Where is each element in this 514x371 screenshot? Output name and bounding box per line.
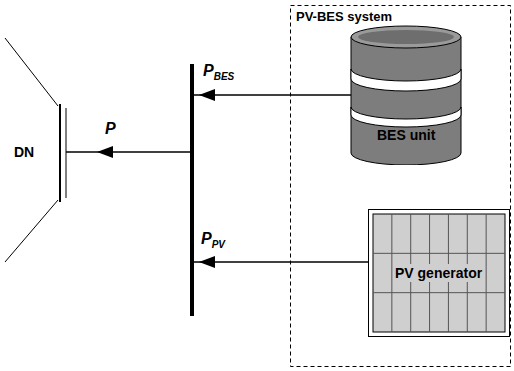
power-line (192, 94, 352, 96)
battery-cylinder: BES unit (350, 25, 462, 165)
cylinder-body (351, 37, 461, 165)
panel-frame (369, 210, 510, 337)
network-bus (59, 104, 61, 202)
arrow-head (199, 256, 215, 268)
system-boundary: PV-BES systemBES unit PV generator (290, 5, 511, 367)
network-edge (5, 38, 58, 106)
network-bus (66, 108, 67, 198)
cell-line (486, 214, 487, 332)
node-outline (350, 25, 462, 165)
power-line (192, 261, 370, 263)
pv-panel: PV generator (368, 209, 510, 337)
power-label: PBES (202, 62, 235, 80)
node-label: PV generator (393, 264, 484, 282)
cylinder-top-inner (358, 30, 454, 44)
node-label: PV-BES system (296, 9, 392, 24)
cylinder-top (351, 26, 461, 48)
cylinder-band (351, 69, 461, 91)
power-symbol: P (201, 230, 212, 247)
node-outline (0, 36, 72, 264)
distribution-network: DN (0, 36, 72, 264)
cylinder-band (351, 107, 461, 127)
power-subscript: PV (212, 239, 225, 250)
power-subscript: BES (214, 71, 235, 82)
cell-line (373, 292, 505, 293)
arrow-head (199, 89, 215, 101)
bus-bar (190, 64, 194, 316)
power-line (66, 151, 192, 153)
power-label: PPV (200, 230, 226, 248)
panel-cells (373, 214, 505, 332)
cell-line (373, 253, 505, 254)
node-label: BES unit (377, 127, 435, 143)
node-label: DN (14, 144, 34, 160)
dashed-border (291, 6, 511, 367)
arrow-head (97, 146, 113, 158)
power-symbol: P (203, 62, 214, 79)
power-label: P (104, 120, 117, 138)
power-symbol: P (105, 120, 116, 137)
network-edge (5, 200, 58, 262)
